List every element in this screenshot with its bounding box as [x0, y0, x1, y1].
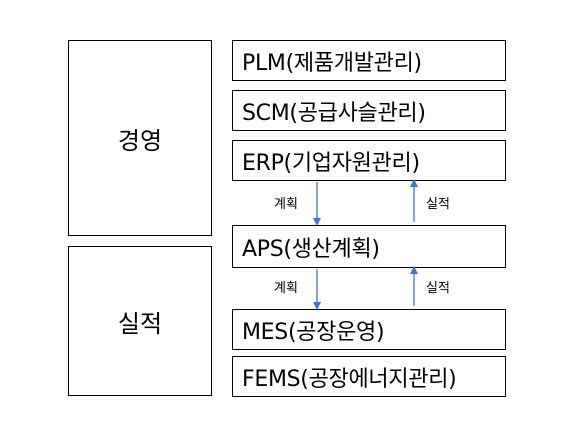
plm-box: PLM(제품개발관리) — [232, 40, 506, 81]
mes-label: MES(공장운영) — [242, 319, 385, 345]
fems-box: FEMS(공장에너지관리) — [232, 356, 506, 397]
management-panel: 경영 — [68, 40, 212, 236]
result-label-upper: 실적 — [426, 197, 450, 212]
performance-label: 실적 — [117, 309, 163, 338]
fems-label: FEMS(공장에너지관리) — [242, 366, 457, 392]
management-label: 경영 — [117, 126, 163, 155]
plan-label-lower: 계획 — [274, 281, 298, 296]
scm-box: SCM(공급사슬관리) — [232, 90, 506, 131]
aps-label: APS(생산계획) — [242, 236, 380, 262]
erp-box: ERP(기업자원관리) — [232, 140, 506, 181]
erp-label: ERP(기업자원관리) — [242, 150, 420, 176]
aps-box: APS(생산계획) — [232, 225, 506, 268]
result-label-lower: 실적 — [426, 281, 450, 296]
mes-box: MES(공장운영) — [232, 309, 506, 350]
plm-label: PLM(제품개발관리) — [242, 50, 422, 76]
performance-panel: 실적 — [68, 246, 212, 396]
plan-label-upper: 계획 — [274, 197, 298, 212]
scm-label: SCM(공급사슬관리) — [242, 100, 426, 126]
